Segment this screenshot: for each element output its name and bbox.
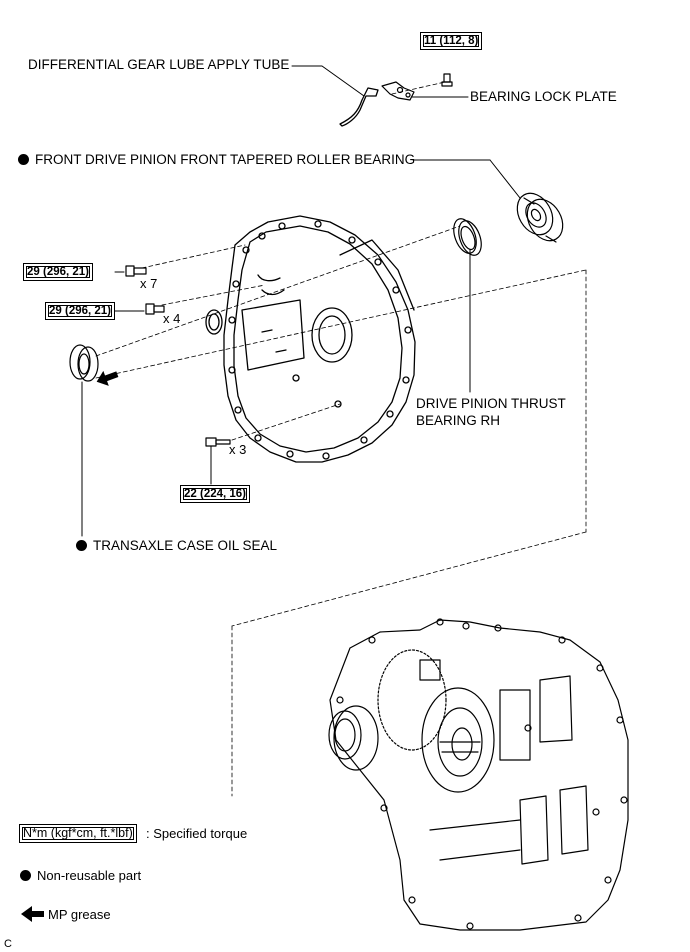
bolt-group-b-icon xyxy=(145,303,165,315)
thrust-bearing-part xyxy=(453,218,482,256)
thrust-bearing-label-line2: BEARING RH xyxy=(416,413,501,428)
nonreusable-dot-icon xyxy=(18,154,29,165)
torque-box-group-a: 29 (296, 21) xyxy=(23,263,94,281)
corner-code: C xyxy=(4,938,12,950)
legend-torque-desc: : Specified torque xyxy=(146,826,248,841)
legend-dot-icon xyxy=(20,870,31,881)
torque-box-group-c: 22 (224, 16) xyxy=(180,485,251,503)
legend-nonreusable-text: Non-reusable part xyxy=(37,868,142,883)
grease-arrow-icon xyxy=(96,370,119,386)
torque-box-group-b: 29 (296, 21) xyxy=(45,302,116,320)
leader-lines xyxy=(81,65,521,537)
tube-label: DIFFERENTIAL GEAR LUBE APPLY TUBE xyxy=(28,57,290,72)
front-bearing-part xyxy=(516,192,564,243)
legend-grease: MP grease xyxy=(48,907,111,922)
legend-grease-arrow-icon xyxy=(21,906,44,922)
transaxle-case-part xyxy=(205,215,416,463)
bolt-group-a-icon xyxy=(125,265,147,277)
lube-tube-part xyxy=(339,87,379,127)
bolt-group-c-icon xyxy=(205,437,231,447)
oil-seal-part xyxy=(69,344,99,382)
bearing-lock-plate-part xyxy=(381,73,453,101)
thrust-bearing-label-line1: DRIVE PINION THRUST xyxy=(416,396,566,411)
transaxle-assembly-part xyxy=(328,618,629,931)
torque-box-lock-plate: 11 (112, 8) xyxy=(420,32,483,50)
front-bearing-label: FRONT DRIVE PINION FRONT TAPERED ROLLER … xyxy=(18,152,415,168)
oil-seal-label-text: TRANSAXLE CASE OIL SEAL xyxy=(93,538,278,553)
legend-torque-unit: N*m (kgf*cm, ft.*lbf) xyxy=(19,824,137,843)
qty-group-b: x 4 xyxy=(163,311,181,326)
qty-group-c: x 3 xyxy=(229,442,247,457)
qty-group-a: x 7 xyxy=(140,276,158,291)
front-bearing-label-text: FRONT DRIVE PINION FRONT TAPERED ROLLER … xyxy=(35,152,416,167)
legend-nonreusable: Non-reusable part xyxy=(20,868,141,884)
oil-seal-label: TRANSAXLE CASE OIL SEAL xyxy=(76,538,277,554)
lock-plate-label: BEARING LOCK PLATE xyxy=(470,89,617,104)
nonreusable-dot-icon xyxy=(76,540,87,551)
